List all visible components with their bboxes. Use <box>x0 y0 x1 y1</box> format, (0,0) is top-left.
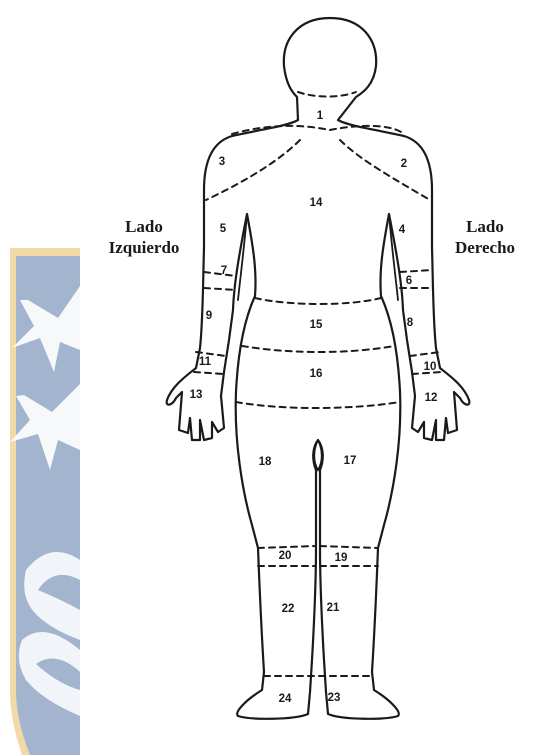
zone-23-label: 23 <box>328 692 341 704</box>
zone-19-label: 19 <box>335 552 348 564</box>
zone-15-label: 15 <box>310 319 323 331</box>
zone-17-label: 17 <box>344 455 357 467</box>
zone-13-label: 13 <box>190 389 203 401</box>
zone-18-label: 18 <box>259 456 272 468</box>
zone-21-label: 21 <box>327 602 340 614</box>
right-side-label-line2: Derecho <box>440 237 530 258</box>
left-side-label-line2: Izquierdo <box>94 237 194 258</box>
zone-22-label: 22 <box>282 603 295 615</box>
zone-9-label: 9 <box>206 310 212 322</box>
right-side-label: Lado Derecho <box>440 216 530 258</box>
zone-7-label: 7 <box>221 265 227 277</box>
zone-10-label: 10 <box>424 361 437 373</box>
zone-5-label: 5 <box>220 223 227 235</box>
left-side-label-line1: Lado <box>94 216 194 237</box>
zone-16-label: 16 <box>310 368 323 380</box>
right-side-label-line1: Lado <box>440 216 530 237</box>
zone-1-label: 1 <box>317 110 324 122</box>
zone-8-label: 8 <box>407 317 414 329</box>
zone-14-label: 14 <box>310 197 323 209</box>
zone-20-label: 20 <box>279 550 292 562</box>
zone-12-label: 12 <box>425 392 438 404</box>
zone-4-label: 4 <box>399 224 406 236</box>
emblem-watermark <box>10 248 80 755</box>
zone-2-label: 2 <box>401 158 407 170</box>
zone-24-label: 24 <box>279 693 292 705</box>
zone-3-label: 3 <box>219 156 225 168</box>
zone-11-label: 11 <box>199 356 212 368</box>
knee-gap-line <box>314 440 322 470</box>
left-side-label: Lado Izquierdo <box>94 216 194 258</box>
zone-6-label: 6 <box>406 275 412 287</box>
